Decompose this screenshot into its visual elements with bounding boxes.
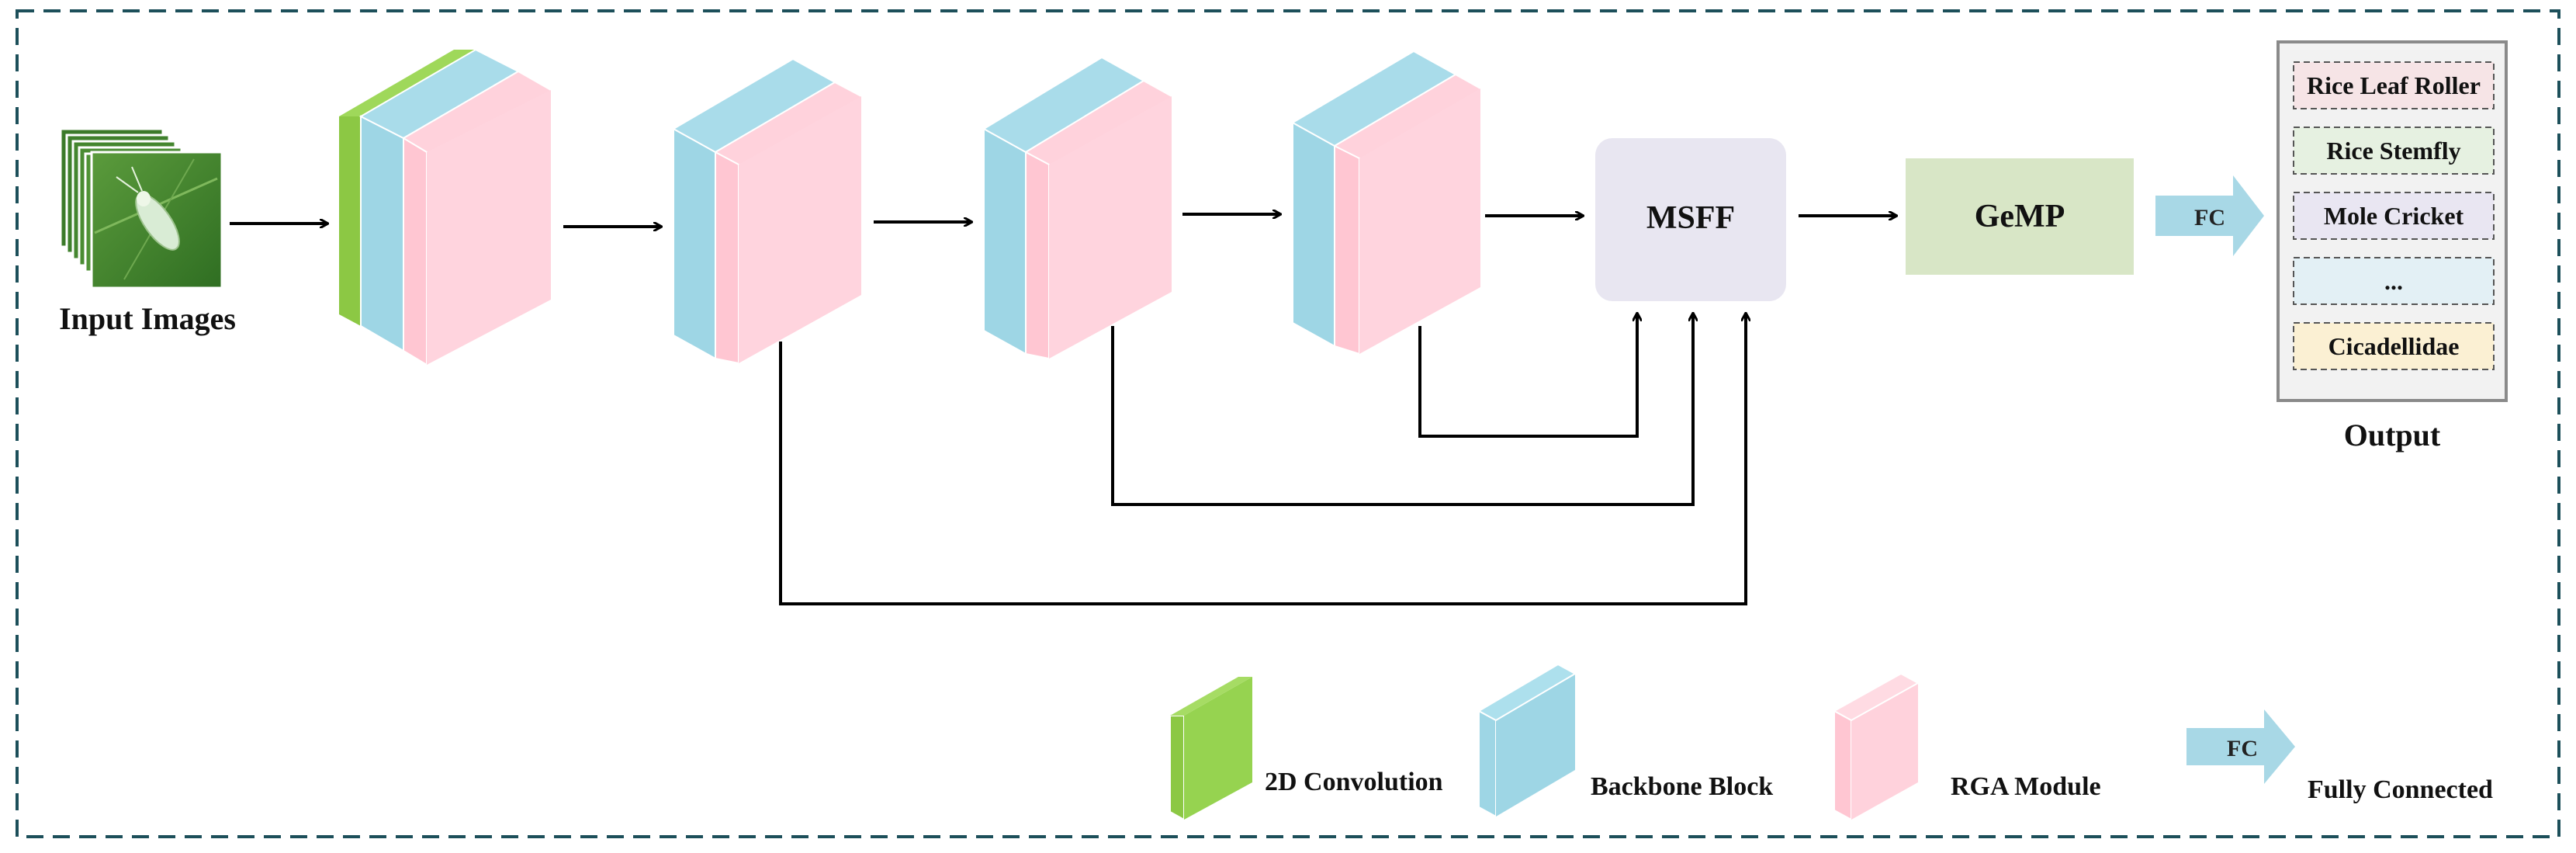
output-title: Output — [2344, 418, 2441, 453]
stage1-blocks — [339, 48, 552, 366]
stage3-blocks — [982, 56, 1172, 360]
output-class-label: Mole Cricket — [2324, 202, 2464, 230]
rga-module-3 — [1025, 79, 1172, 360]
fc-arrow: FC — [2155, 175, 2264, 256]
backbone-block-1 — [358, 48, 521, 352]
rga-module-1 — [403, 70, 552, 366]
output-class-label: ... — [2384, 267, 2403, 295]
output-class-box — [2293, 127, 2495, 175]
input-images-label: Input Images — [59, 301, 236, 336]
msff-label: MSFF — [1646, 200, 1735, 236]
rga-module-2 — [715, 81, 862, 365]
gemp-module: GeMP — [1906, 158, 2134, 275]
rga-module-4 — [1334, 73, 1481, 355]
output-class-label: Rice Stemfly — [2326, 137, 2460, 165]
stage2-blocks — [671, 57, 862, 365]
legend-backbone-swatch — [1477, 663, 1577, 818]
skip-connections — [779, 314, 1746, 605]
output-class-box — [2293, 257, 2495, 305]
legend-rga-swatch — [1832, 672, 1920, 821]
stage4-blocks — [1290, 50, 1481, 355]
output-class-label: Rice Leaf Roller — [2307, 71, 2481, 99]
legend-conv-label: 2D Convolution — [1265, 768, 1443, 796]
fc-arrow-label: FC — [2194, 205, 2225, 231]
msff-module: MSFF — [1595, 138, 1786, 301]
insect-image — [90, 151, 223, 290]
input-image-stack — [59, 127, 223, 290]
legend-fc-label: Fully Connected — [2308, 775, 2493, 804]
output-class-box — [2293, 322, 2495, 370]
skip-stage2-to-msff — [779, 314, 1746, 605]
legend: 2D Convolution Backbone Block RGA Module… — [1169, 663, 2493, 821]
output-class-box — [2293, 61, 2495, 109]
skip-stage3-to-msff — [1111, 314, 1693, 506]
output-class-label: Cicadellidae — [2328, 332, 2460, 360]
legend-rga-label: RGA Module — [1951, 772, 2101, 801]
outer-dashed-border — [16, 9, 2560, 838]
legend-fc-swatch: FC — [2186, 709, 2295, 784]
legend-conv-swatch — [1169, 677, 1252, 821]
backbone-block-2 — [671, 57, 837, 360]
legend-backbone-label: Backbone Block — [1591, 772, 1773, 801]
gemp-label: GeMP — [1975, 199, 2065, 234]
skip-stage4-to-msff — [1418, 314, 1637, 438]
output-class-box — [2293, 192, 2495, 240]
legend-fc-short: FC — [2227, 736, 2258, 761]
forward-arrows — [230, 214, 1896, 227]
